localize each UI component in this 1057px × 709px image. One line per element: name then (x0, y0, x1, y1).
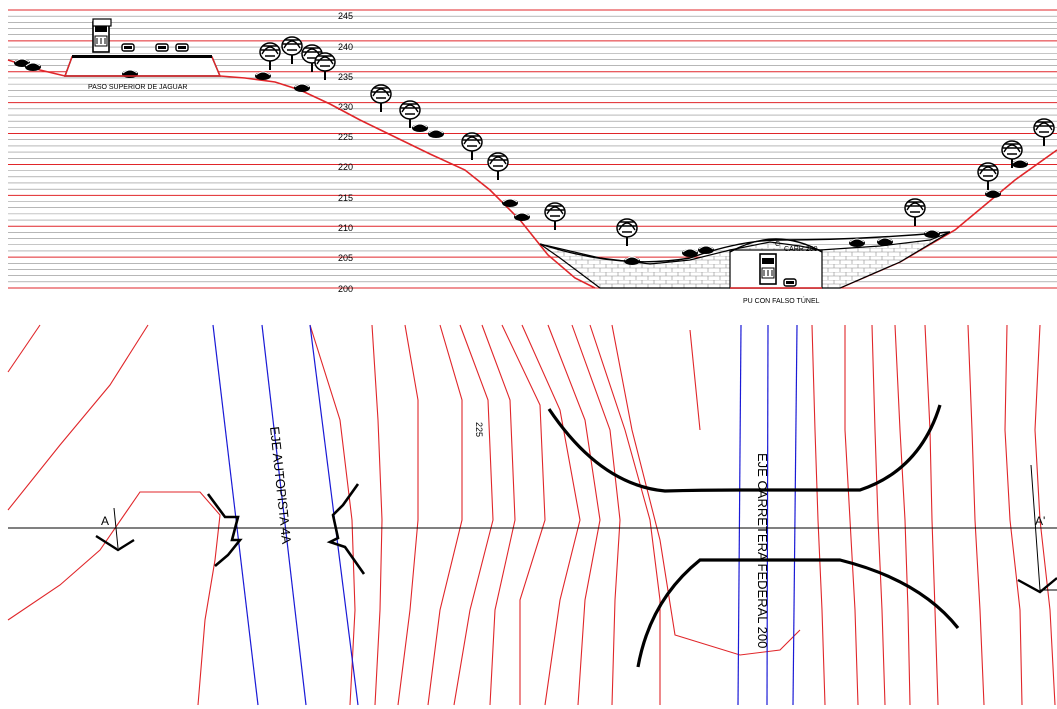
section-marker-start: A (95, 507, 135, 552)
overpass-symbol-right (326, 483, 366, 575)
bush-icon (1011, 159, 1029, 169)
bush-icon (513, 212, 531, 222)
underpass-wingwalls (547, 404, 960, 668)
road-label: CARR 200 (784, 246, 818, 253)
tree-icon (977, 162, 999, 191)
elevation-label-230: 230 (338, 102, 353, 112)
tree-icon (370, 84, 392, 113)
elevation-label-200: 200 (338, 284, 353, 294)
bush-icon (293, 83, 311, 93)
bush-icon (984, 189, 1002, 199)
bush-icon (623, 256, 641, 266)
tree-icon (281, 36, 303, 65)
car-icon (783, 278, 797, 287)
bush-icon (697, 245, 715, 255)
profile-section: 245 240 235 230 225 220 215 210 205 200 … (7, 9, 1057, 305)
bush-icon (427, 129, 445, 139)
elevation-label-220: 220 (338, 162, 353, 172)
carretera-axis-lines (737, 324, 798, 706)
tree-icon (399, 100, 421, 129)
road-centerline-mark: C (775, 241, 780, 248)
car-icon (155, 43, 169, 52)
bush-icon (254, 71, 272, 81)
tree-icon (314, 52, 336, 81)
section-end-label: A' (1035, 514, 1045, 528)
elevation-label-225: 225 (338, 132, 353, 142)
elevation-label-215: 215 (338, 193, 353, 203)
elevation-label-205: 205 (338, 253, 353, 263)
contour-lines (7, 324, 1056, 706)
underpass-label: PU CON FALSO TÚNEL (743, 296, 820, 305)
overpass-symbol-left (206, 493, 243, 567)
tree-icon (904, 198, 926, 227)
car-icon (175, 43, 189, 52)
tree-icon (259, 42, 281, 71)
elevation-label-235: 235 (338, 72, 353, 82)
autopista-axis-label: EJE AUTOPISTA 4A (267, 426, 294, 545)
car-icon (121, 43, 135, 52)
bush-icon (501, 198, 519, 208)
truck-icon (759, 253, 777, 285)
section-marker-end: A' (1017, 464, 1057, 594)
bush-icon (681, 248, 699, 258)
terrain-profile-line (7, 59, 596, 289)
tree-icon (616, 218, 638, 247)
tree-icon (1033, 118, 1055, 147)
bush-icon (24, 62, 42, 72)
elevation-label-245: 245 (338, 11, 353, 21)
elevation-labels: 245 240 235 230 225 220 215 210 205 200 (338, 11, 353, 294)
bush-icon (923, 229, 941, 239)
section-start-label: A (101, 514, 109, 528)
bush-icon (411, 123, 429, 133)
contour-label-225: 225 (474, 422, 484, 437)
elevation-label-210: 210 (338, 223, 353, 233)
elevation-label-240: 240 (338, 42, 353, 52)
overpass-structure: PASO SUPERIOR DE JAGUAR (63, 18, 222, 91)
carretera-axis-label: EJE CARRETERA FEDERAL 200 (755, 453, 770, 648)
bush-icon (848, 238, 866, 248)
tree-icon (461, 132, 483, 161)
overpass-label: PASO SUPERIOR DE JAGUAR (88, 84, 187, 91)
underpass-structure: C CARR 200 PU CON FALSO TÚNEL (539, 231, 951, 305)
bush-icon (876, 237, 894, 247)
tree-icon (487, 152, 509, 181)
plan-section: A A' 225 EJE AUTOPISTA 4A EJE CARRETERA … (7, 324, 1057, 706)
